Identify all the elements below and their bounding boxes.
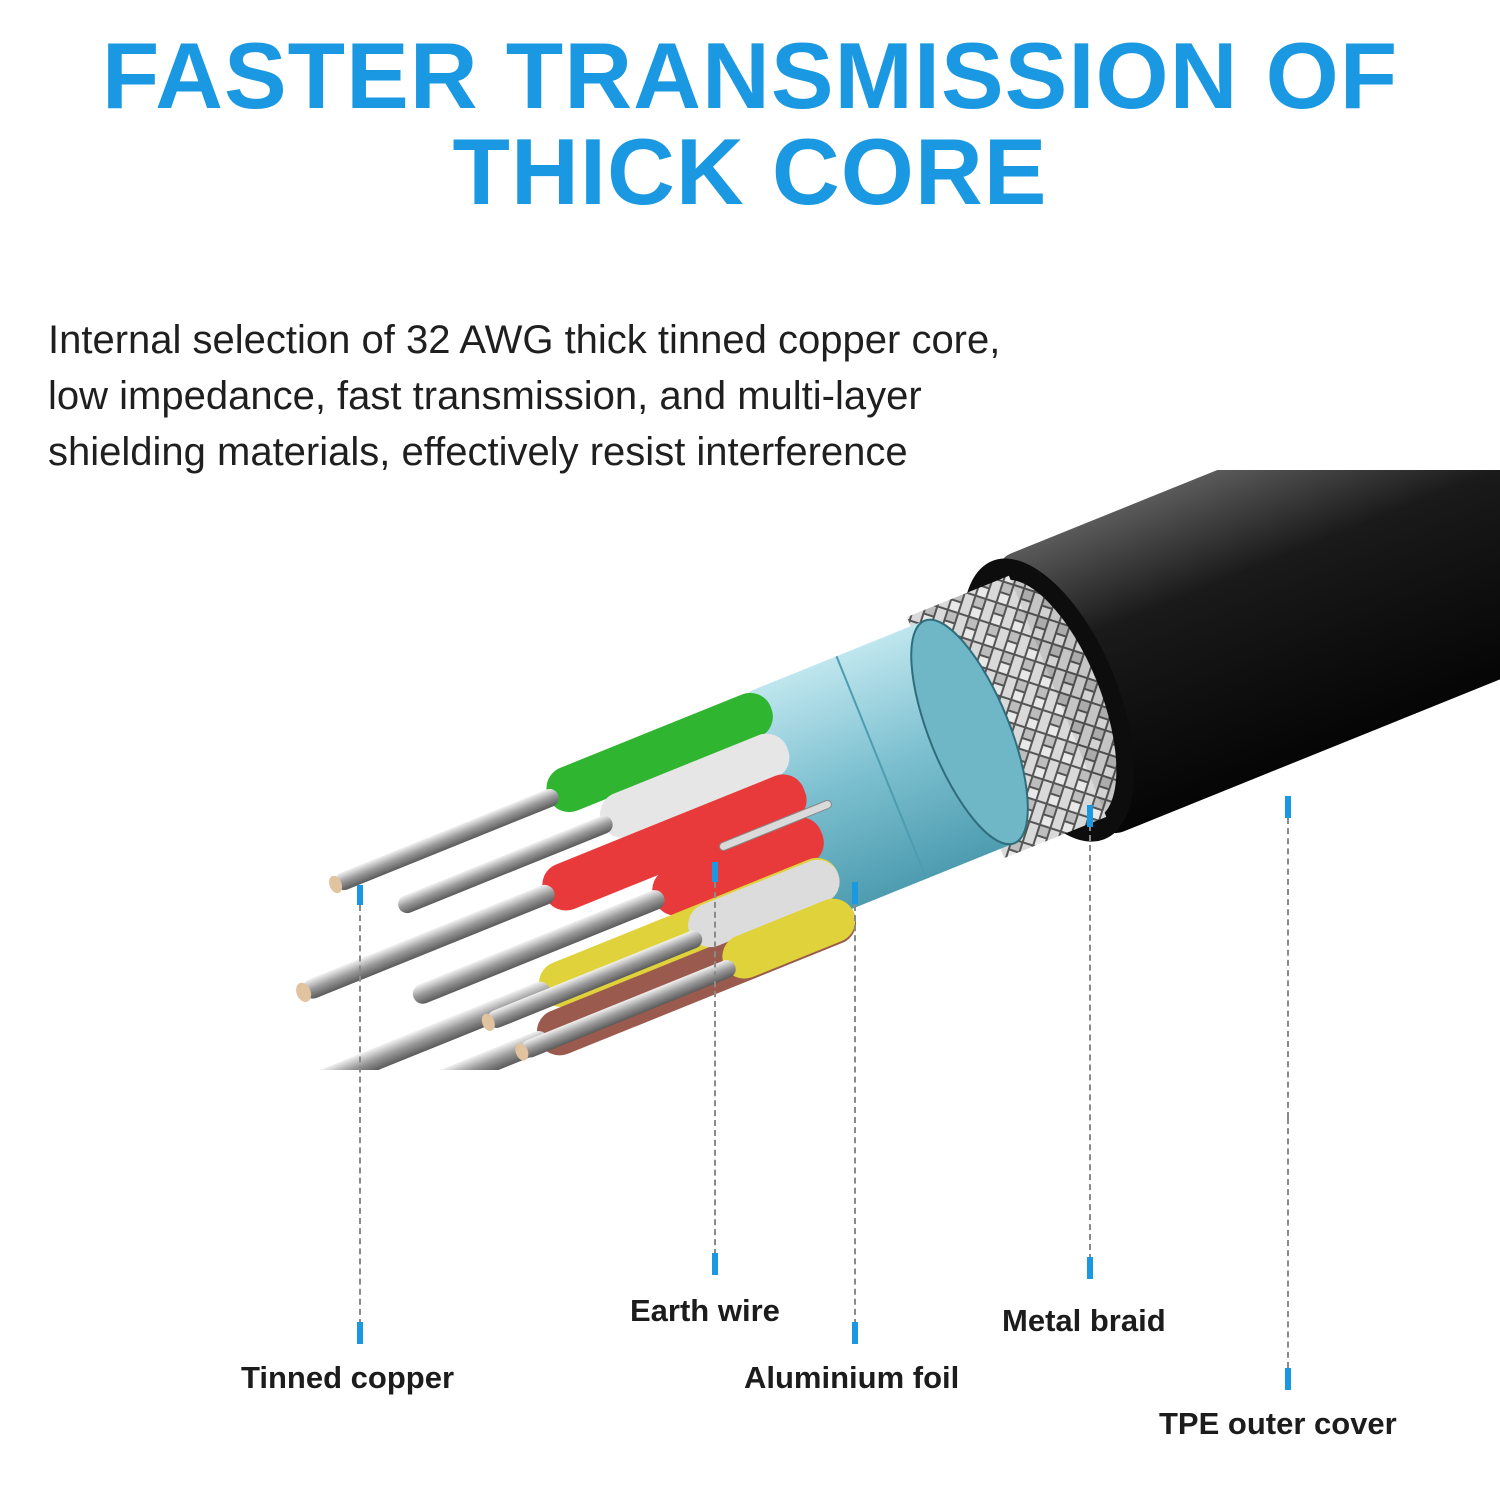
headline: FASTER TRANSMISSION OF THICK CORE xyxy=(0,28,1500,220)
label-earth-wire: Earth wire xyxy=(630,1293,780,1328)
marker-tinned-copper-top xyxy=(357,885,363,905)
leader-line-aluminium-foil xyxy=(854,905,856,1325)
headline-line-1: FASTER TRANSMISSION OF xyxy=(101,23,1399,128)
label-tpe-outer-cover: TPE outer cover xyxy=(1159,1406,1397,1441)
tinned-copper-strands xyxy=(296,788,832,1070)
label-tinned-copper: Tinned copper xyxy=(241,1360,455,1395)
marker-tpe-outer-cover-top xyxy=(1285,796,1291,818)
marker-metal-braid-top xyxy=(1087,805,1093,827)
marker-earth-wire-bottom xyxy=(712,1253,718,1275)
description-line-3: shielding materials, effectively resist … xyxy=(48,430,908,474)
headline-line-2: THICK CORE xyxy=(452,119,1048,224)
marker-tpe-outer-cover-bottom xyxy=(1285,1368,1291,1390)
leader-line-metal-braid xyxy=(1089,825,1091,1260)
leader-line-tinned-copper xyxy=(359,905,361,1325)
leader-line-tpe-outer-cover-upper xyxy=(1287,818,1289,1118)
cable-illustration xyxy=(296,470,1500,1070)
marker-metal-braid-bottom xyxy=(1087,1257,1093,1279)
leader-line-earth-wire xyxy=(714,882,716,1255)
description: Internal selection of 32 AWG thick tinne… xyxy=(48,312,1248,480)
marker-earth-wire-top xyxy=(712,862,718,882)
leader-line-tpe-outer-cover xyxy=(1287,1118,1289,1368)
description-line-1: Internal selection of 32 AWG thick tinne… xyxy=(48,318,1001,362)
label-aluminium-foil: Aluminium foil xyxy=(744,1360,960,1395)
marker-aluminium-foil-bottom xyxy=(852,1322,858,1344)
marker-tinned-copper-bottom xyxy=(357,1322,363,1344)
cable-group xyxy=(296,470,1500,1070)
label-metal-braid: Metal braid xyxy=(1002,1303,1166,1338)
description-line-2: low impedance, fast transmission, and mu… xyxy=(48,374,922,418)
marker-aluminium-foil-top xyxy=(852,882,858,904)
